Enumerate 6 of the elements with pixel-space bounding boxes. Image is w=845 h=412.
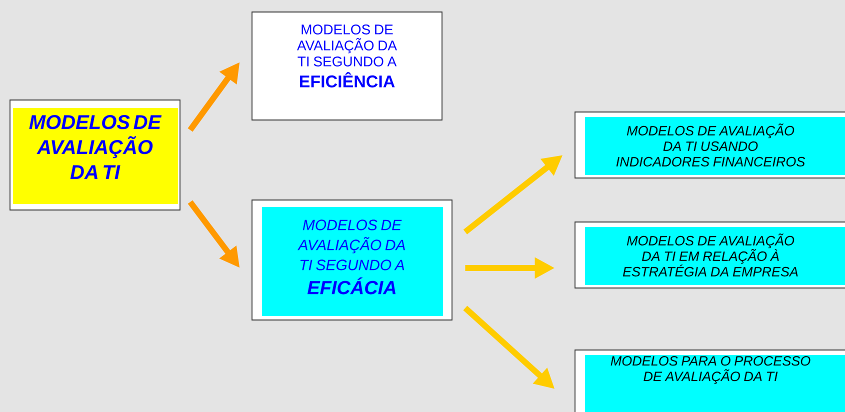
- text-box: MODELOS DE AVALIAÇÃO DA TI USANDO INDICADORES FINANCEIROS: [574, 112, 845, 178]
- text-box: MODELOS DE AVALIAÇÃO DA TI: [10, 100, 180, 210]
- text-box: MODELOS DE AVALIAÇÃO DA TI SEGUNDO A EFICÁCIA: [252, 200, 452, 320]
- text-box: MODELOS DE AVALIAÇÃO DA TI EM RELAÇÃO À ESTRATÉGIA DA EMPRESA: [574, 222, 845, 288]
- text-box: MODELOS PARA O PROCESSO DE AVALIAÇÃO DA TI: [574, 350, 845, 412]
- text-box: MODELOS DE AVALIAÇÃO DA TI SEGUNDO A EFICIÊNCIA: [252, 12, 442, 120]
